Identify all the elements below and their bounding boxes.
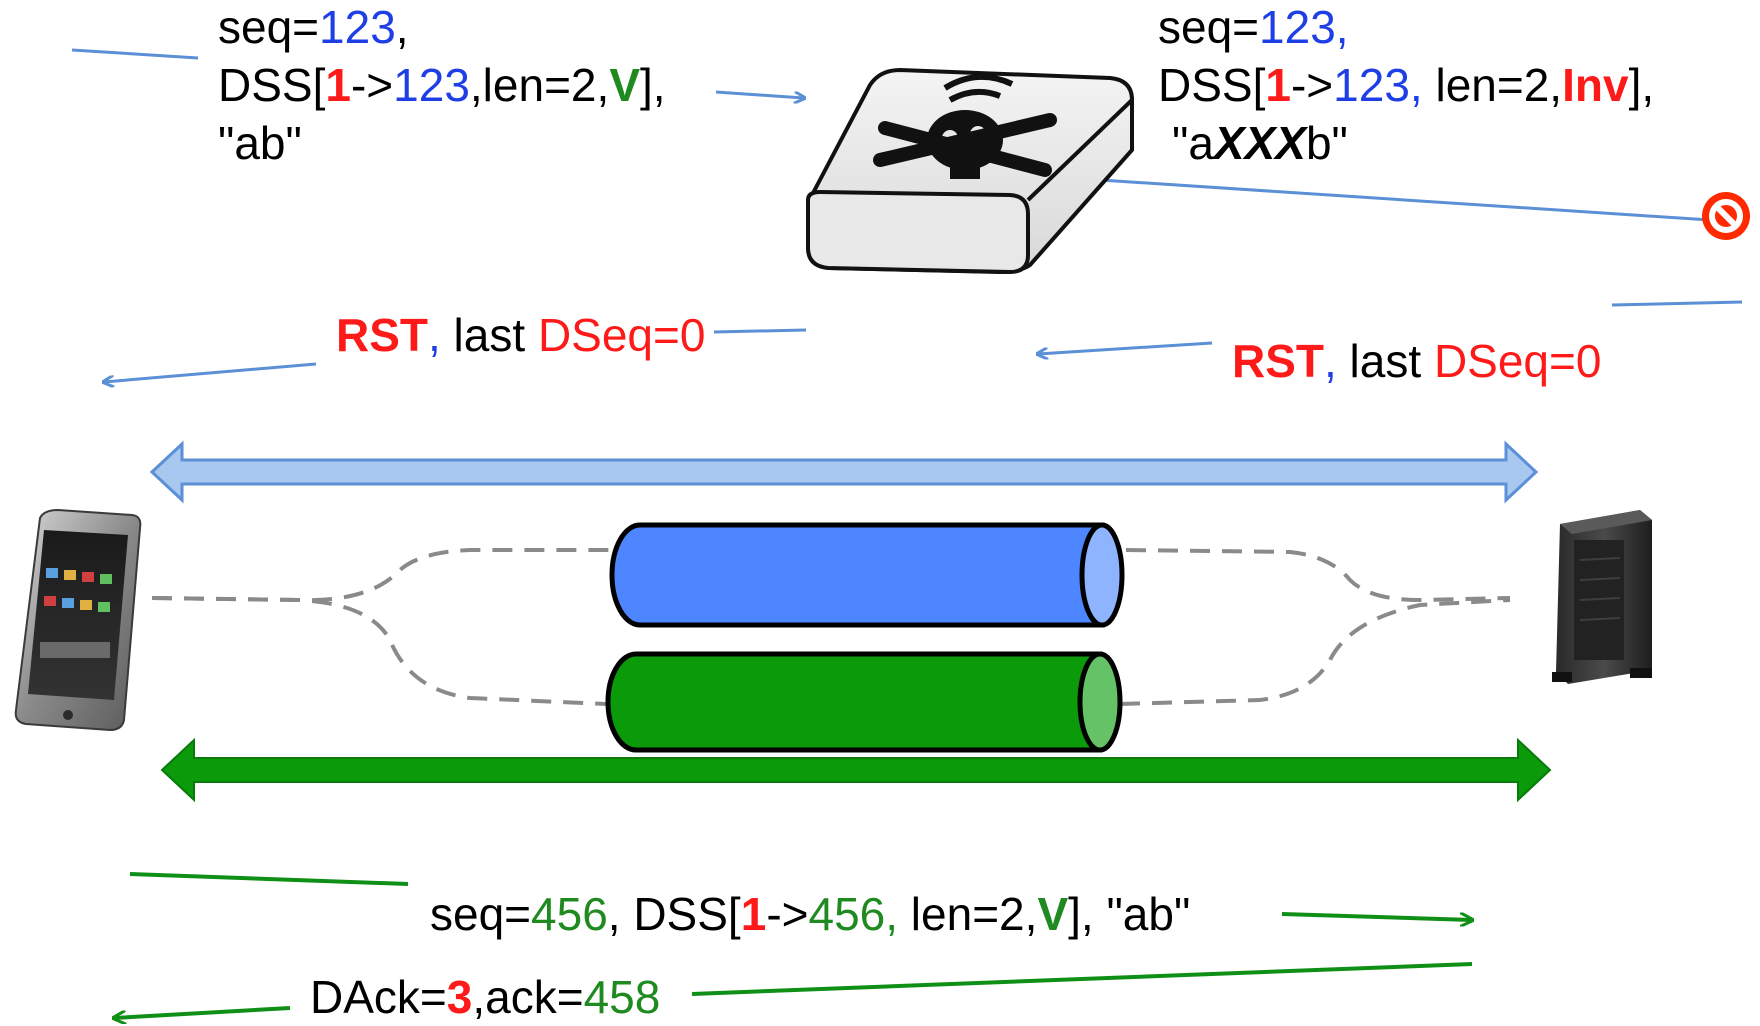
top-right-packet-label: seq=123, DSS[1->123, len=2,Inv], "aXXXb" <box>1158 0 1665 172</box>
no-entry-icon <box>1702 192 1750 240</box>
arrow-segment <box>71 48 199 60</box>
green-ack-arrow-to-phone <box>114 1006 291 1018</box>
green-subflow-tunnel <box>605 651 1123 753</box>
rst-right-label: RST, last DSeq=0 <box>1226 332 1608 390</box>
green-subflow-arrow <box>160 737 1552 803</box>
blue-subflow-tunnel <box>609 522 1125 628</box>
server-tower-icon <box>1552 510 1652 684</box>
top-left-packet-label: seq=123, DSS[1->123,len=2,V], "ab" <box>218 1 666 169</box>
green-arrow-to-server <box>1281 912 1472 920</box>
rst-arrow-to-phone <box>104 362 317 382</box>
rst-left-label: RST, last DSeq=0 <box>330 306 712 364</box>
blue-subflow-arrow <box>149 440 1539 504</box>
rst-arrow-left-tail <box>713 328 807 334</box>
rst-arrow-right-tail <box>1611 300 1743 307</box>
bottom-packet-label: seq=456, DSS[1->456, len=2,V], "ab" <box>424 885 1197 943</box>
green-ack-arrow-tail <box>691 962 1473 996</box>
rst-arrow-to-middlebox <box>1038 341 1213 354</box>
dashed-paths <box>151 548 1511 706</box>
smartphone-icon <box>14 508 142 732</box>
bottom-ack-label: DAck=3,ack=458 <box>304 968 667 1026</box>
arrow-to-middlebox <box>715 90 804 98</box>
green-arrow-tail <box>129 872 409 886</box>
middlebox-skull-icon <box>805 67 1134 275</box>
arrow-from-middlebox-blocked <box>1069 176 1711 222</box>
